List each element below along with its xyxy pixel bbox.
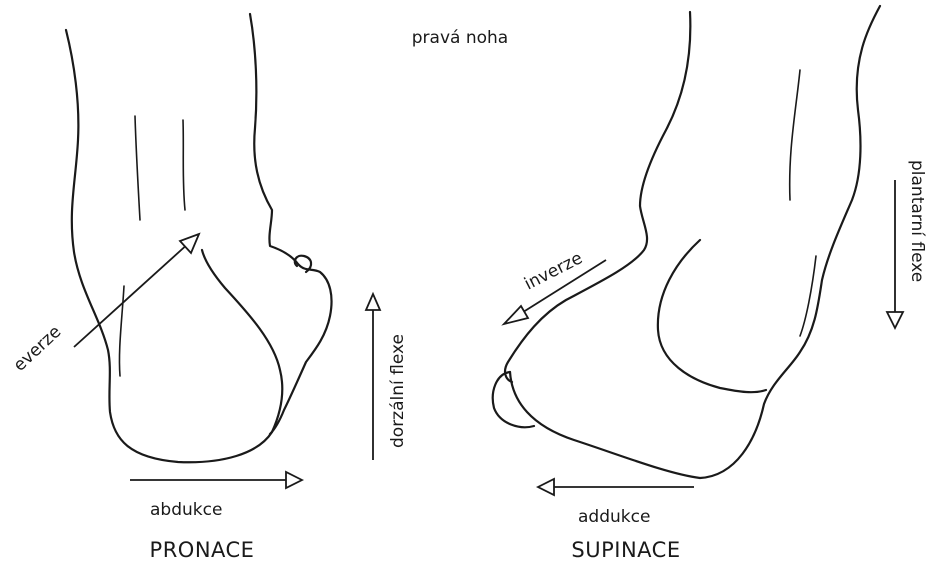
left-tendon-line-1 <box>135 116 140 220</box>
right-big-toe <box>493 372 534 427</box>
right-tendon-line-1 <box>790 70 800 200</box>
right-foot-sole <box>510 6 880 478</box>
addukce-arrow <box>538 479 694 495</box>
diagram-title: pravá noha <box>412 28 508 48</box>
right-arch-curve <box>658 240 766 392</box>
pronation-foot <box>66 14 332 462</box>
label-dorzalni-flexe: dorzální flexe <box>388 334 408 448</box>
left-heel-curve <box>119 286 124 376</box>
label-everze: everze <box>10 322 66 376</box>
label-addukce: addukce <box>578 507 650 527</box>
label-plantarni-flexe: plantarní flexe <box>907 160 927 282</box>
left-leg-outer-contour <box>66 30 282 462</box>
label-inverze: inverze <box>521 248 586 294</box>
abdukce-arrow <box>130 472 302 488</box>
label-abdukce: abdukce <box>150 500 222 520</box>
left-tendon-line-2 <box>183 120 185 210</box>
everze-arrow <box>74 234 199 347</box>
dorzalni-flexe-arrow <box>366 294 380 460</box>
plantarni-flexe-arrow <box>887 180 903 328</box>
right-leg-front-contour <box>505 12 690 382</box>
supination-foot <box>493 6 880 478</box>
caption-pronace: PRONACE <box>150 538 255 562</box>
caption-supinace: SUPINACE <box>571 538 680 562</box>
left-leg-inner-contour <box>250 14 332 434</box>
